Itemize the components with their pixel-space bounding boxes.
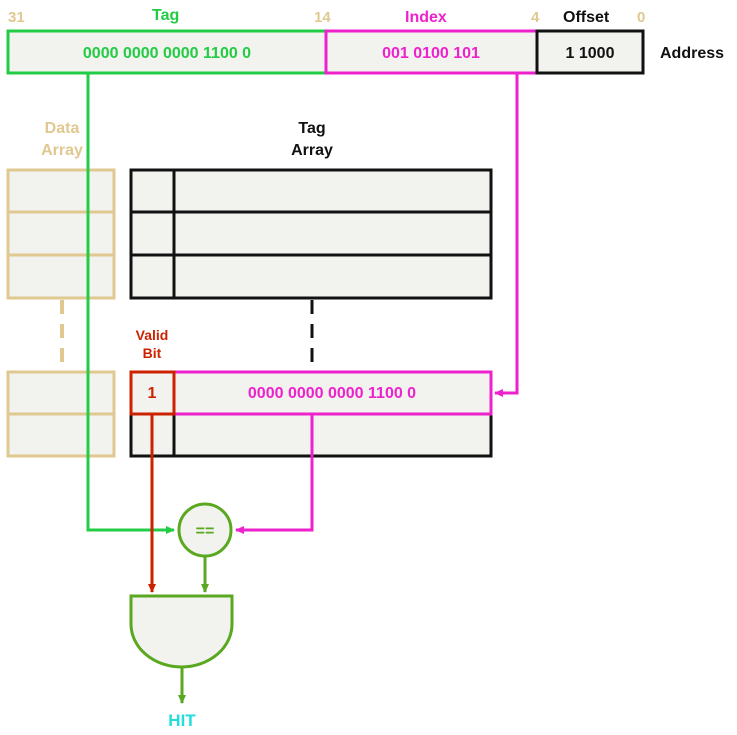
tag-array-top-block [129, 168, 493, 300]
data-array-top-block [6, 168, 116, 300]
tag-hi-bit-label: 31 [8, 9, 25, 26]
index-field-bits: 001 0100 101 [382, 45, 480, 62]
valid-bit-value: 1 [148, 385, 157, 402]
tag-lo-bit-label: 14 [314, 9, 331, 26]
valid-bit-label-line2: Bit [143, 345, 162, 361]
offset-field-label: Offset [563, 9, 610, 26]
comparator-label: == [196, 523, 215, 540]
tag-field-box [6, 29, 328, 75]
index-select-wire [494, 73, 519, 397]
data-array-bottom-block [6, 370, 116, 458]
hit-label: HIT [168, 711, 196, 730]
data-array-label-line1: Data [45, 120, 80, 137]
offset-lo-bit-label: 0 [637, 9, 645, 26]
selected-tag-row [172, 370, 493, 416]
index-field-label: Index [405, 9, 447, 26]
offset-field-bits: 1 1000 [566, 45, 615, 62]
tag-array-label-line2: Array [291, 142, 333, 159]
address-label: Address [660, 45, 724, 62]
and-gate [129, 594, 234, 669]
valid-bit-label-line1: Valid [136, 327, 169, 343]
offset-field-box [535, 29, 645, 75]
index-lo-bit-label: 4 [531, 9, 540, 26]
selected-tag-bits: 0000 0000 0000 1100 0 [248, 385, 416, 402]
address-tag-wire [86, 73, 175, 534]
tag-array-label-line1: Tag [298, 120, 325, 137]
tag-field-label: Tag [152, 7, 179, 24]
index-field-box [324, 29, 539, 75]
data-array-label-line2: Array [41, 142, 83, 159]
stored-tag-wire [235, 414, 314, 534]
tag-comparator [177, 502, 233, 558]
tag-field-bits: 0000 0000 0000 1100 0 [83, 45, 251, 62]
